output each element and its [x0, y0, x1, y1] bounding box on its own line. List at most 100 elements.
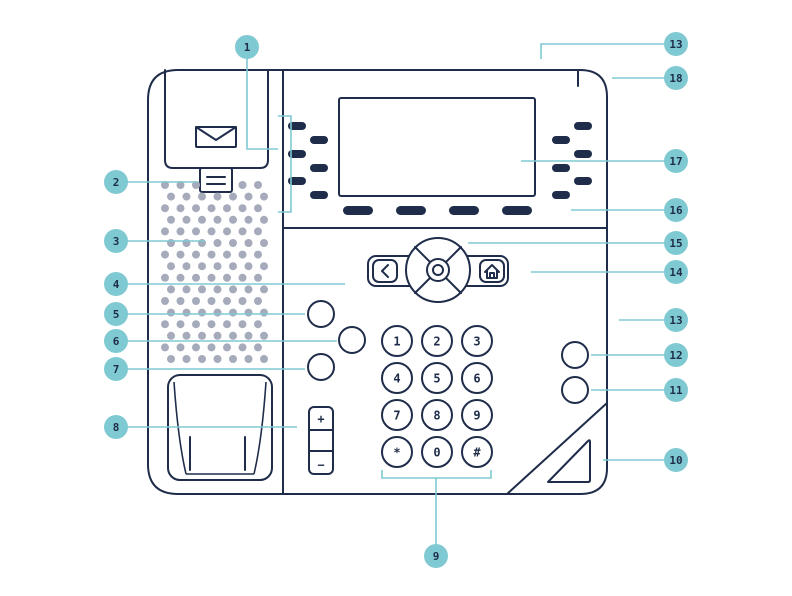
- key-hash[interactable]: #: [461, 436, 493, 468]
- callout-number: 12: [669, 349, 682, 362]
- ok-button[interactable]: [426, 258, 450, 282]
- key-label: #: [473, 446, 481, 460]
- function-button-12[interactable]: [561, 341, 589, 369]
- key-label: 5: [433, 372, 440, 386]
- speaker-hole: [229, 285, 237, 294]
- callout-16: 16: [664, 198, 688, 222]
- speaker-hole: [167, 192, 175, 201]
- function-button-11[interactable]: [561, 376, 589, 404]
- function-button-5[interactable]: [307, 300, 335, 328]
- key-star[interactable]: *: [381, 436, 413, 468]
- speaker-hole: [254, 273, 262, 282]
- speaker-hole: [176, 204, 185, 213]
- line-key[interactable]: [310, 136, 328, 144]
- line-key[interactable]: [552, 164, 570, 172]
- line-key[interactable]: [574, 122, 592, 130]
- key-0[interactable]: 0: [421, 436, 453, 468]
- key-1[interactable]: 1: [381, 325, 413, 357]
- speaker-hole: [244, 262, 253, 271]
- soft-key[interactable]: [343, 206, 373, 215]
- line-key[interactable]: [574, 150, 592, 158]
- key-6[interactable]: 6: [461, 362, 493, 394]
- callout-number: 18: [669, 72, 682, 85]
- callout-6: 6: [104, 329, 128, 353]
- callout-11: 11: [664, 378, 688, 402]
- soft-key[interactable]: [449, 206, 479, 215]
- speaker-hole: [176, 250, 185, 259]
- key-3[interactable]: 3: [461, 325, 493, 357]
- speaker-hole: [238, 320, 247, 329]
- line-key[interactable]: [310, 191, 328, 199]
- speaker-hole: [213, 192, 222, 201]
- function-button-7[interactable]: [307, 353, 335, 381]
- key-2[interactable]: 2: [421, 325, 453, 357]
- callout-3: 3: [104, 229, 128, 253]
- speaker-hole: [192, 343, 200, 352]
- callout-number: 17: [669, 155, 682, 168]
- line-key[interactable]: [288, 150, 306, 158]
- line-key[interactable]: [574, 177, 592, 185]
- callout-number: 11: [669, 384, 683, 397]
- speaker-hole: [198, 192, 206, 201]
- speaker-hole: [244, 192, 253, 201]
- callout-number: 8: [113, 421, 120, 434]
- key-label: 7: [393, 409, 400, 423]
- line-key[interactable]: [310, 164, 328, 172]
- soft-key[interactable]: [396, 206, 426, 215]
- speaker-hole: [161, 320, 169, 329]
- callout-number: 6: [113, 335, 120, 348]
- back-button[interactable]: [372, 259, 398, 283]
- keypad-bracket: [381, 470, 492, 552]
- speaker-hole: [182, 308, 191, 317]
- speaker-hole: [161, 273, 169, 282]
- home-button[interactable]: [479, 259, 505, 283]
- key-7[interactable]: 7: [381, 399, 413, 431]
- speaker-hole: [161, 181, 169, 189]
- navigation-cluster[interactable]: [367, 237, 509, 303]
- key-9[interactable]: 9: [461, 399, 493, 431]
- key-5[interactable]: 5: [421, 362, 453, 394]
- display-screen: [338, 97, 536, 197]
- callout-number: 13: [669, 314, 682, 327]
- speaker-hole: [254, 204, 262, 213]
- speaker-hole: [198, 355, 206, 363]
- soft-key[interactable]: [502, 206, 532, 215]
- speaker-hole: [207, 204, 216, 213]
- line-keys-right[interactable]: [552, 122, 592, 199]
- line-keys-left[interactable]: [288, 122, 328, 199]
- speaker-hole: [244, 355, 253, 363]
- line-key[interactable]: [288, 177, 306, 185]
- volume-rocker[interactable]: + −: [308, 406, 334, 475]
- speaker-key[interactable]: [547, 439, 591, 483]
- speaker-hole: [192, 320, 200, 329]
- speaker-hole: [213, 262, 222, 271]
- key-label: 8: [433, 409, 440, 423]
- speaker-hole: [260, 308, 268, 317]
- function-button-6[interactable]: [338, 326, 366, 354]
- line-key[interactable]: [552, 136, 570, 144]
- speaker-hole: [207, 250, 216, 259]
- speaker-hole: [229, 239, 237, 247]
- speaker-hole: [213, 308, 222, 317]
- speaker-hole: [198, 285, 206, 294]
- speaker-hole: [182, 285, 191, 294]
- callout-10: 10: [664, 448, 688, 472]
- speaker-hole: [229, 215, 237, 224]
- callout-15: 15: [664, 231, 688, 255]
- speaker-hole: [254, 343, 262, 352]
- key-8[interactable]: 8: [421, 399, 453, 431]
- speaker-hole: [167, 331, 175, 340]
- soft-keys[interactable]: [343, 206, 532, 215]
- handset-cradle: [164, 69, 269, 169]
- speaker-hole: [260, 215, 268, 224]
- speaker-hole: [182, 355, 191, 363]
- speaker-hole: [223, 227, 231, 236]
- key-4[interactable]: 4: [381, 362, 413, 394]
- callout-number: 14: [669, 266, 683, 279]
- line-key[interactable]: [288, 122, 306, 130]
- speaker-hole: [254, 250, 262, 259]
- speaker-hole: [238, 181, 247, 189]
- line-key[interactable]: [552, 191, 570, 199]
- callout-12: 12: [664, 343, 688, 367]
